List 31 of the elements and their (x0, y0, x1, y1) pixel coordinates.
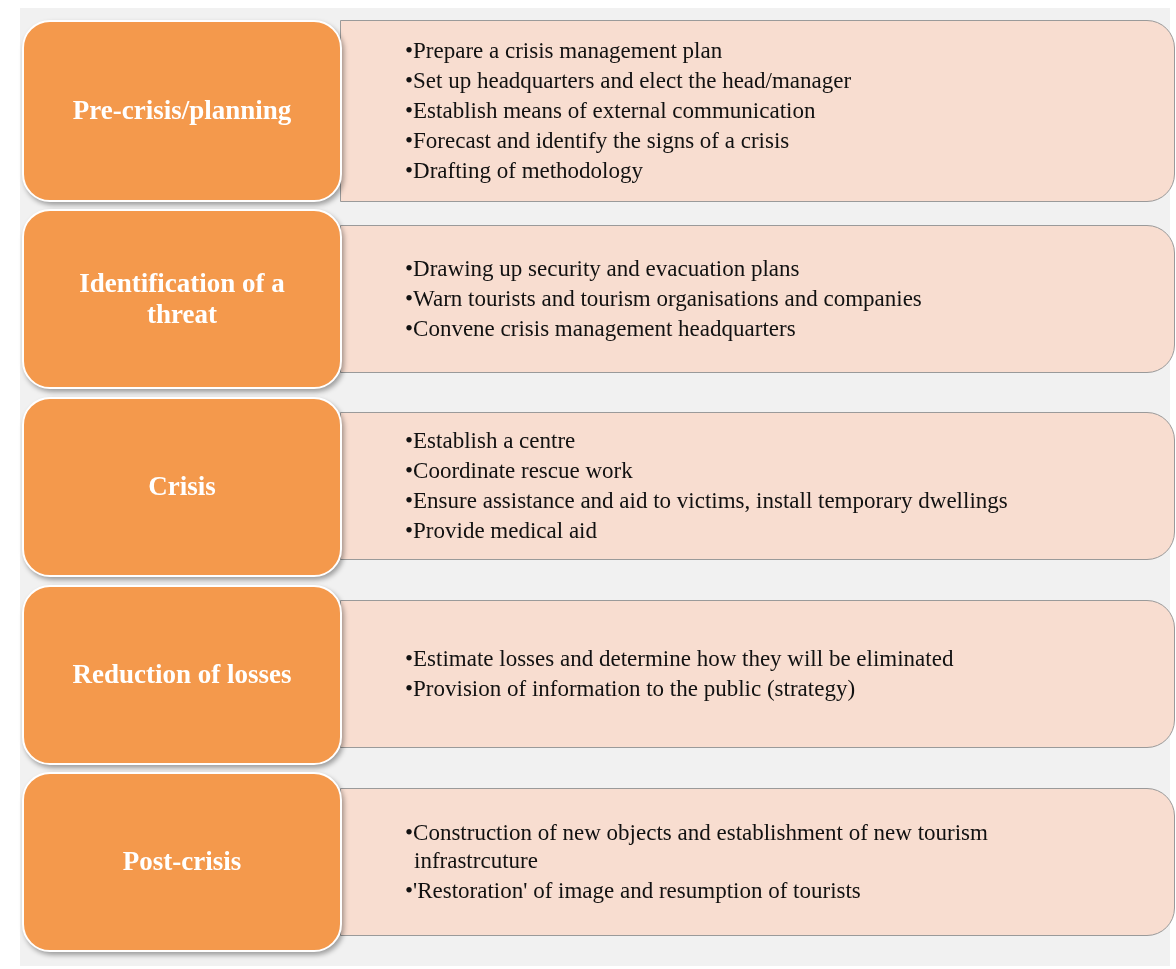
stage-title: Identification of a threat (78, 267, 286, 331)
bullet-item: •Convene crisis management headquarters (405, 315, 797, 343)
bullet-item: •Establish means of external communication (405, 97, 817, 125)
bullet-item: •Drafting of methodology (405, 157, 644, 185)
details-box (340, 412, 1175, 560)
stage-box (22, 209, 342, 389)
stage-title: Crisis (147, 471, 217, 503)
bullet-item: •'Restoration' of image and resumption of tourists (405, 877, 862, 905)
bullet-item: •Prepare a crisis management plan (405, 37, 724, 65)
stage-title: Post-crisis (121, 846, 243, 878)
bullet-item: •Forecast and identify the signs of a crisis (405, 127, 791, 155)
details-box (340, 20, 1175, 202)
stage-box (22, 397, 342, 577)
details-box (340, 225, 1175, 373)
bullet-item: •Provide medical aid (405, 517, 598, 545)
stage-title: Pre-crisis/planning (71, 95, 293, 127)
bullet-item: •Ensure assistance and aid to victims, install temporary dwellings (405, 487, 1009, 515)
bullet-item: •Drawing up security and evacuation plans (405, 255, 801, 283)
bullet-item: •Warn tourists and tourism organisations and companies (405, 285, 923, 313)
details-box (340, 788, 1175, 936)
details-box (340, 600, 1175, 748)
stage-title: Reduction of losses (71, 659, 293, 691)
bullet-item: •Estimate losses and determine how they will be eliminated (405, 645, 955, 673)
bullet-item: •Provision of information to the public (strategy) (405, 675, 857, 703)
stage-box (22, 20, 342, 202)
bullet-item: •Construction of new objects and establishment of new tourism infrastrcuture (405, 819, 989, 875)
bullet-item: •Establish a centre (405, 427, 577, 455)
stage-box (22, 772, 342, 952)
stage-box (22, 585, 342, 765)
bullet-item: •Set up headquarters and elect the head/manager (405, 67, 853, 95)
bullet-item: •Coordinate rescue work (405, 457, 634, 485)
